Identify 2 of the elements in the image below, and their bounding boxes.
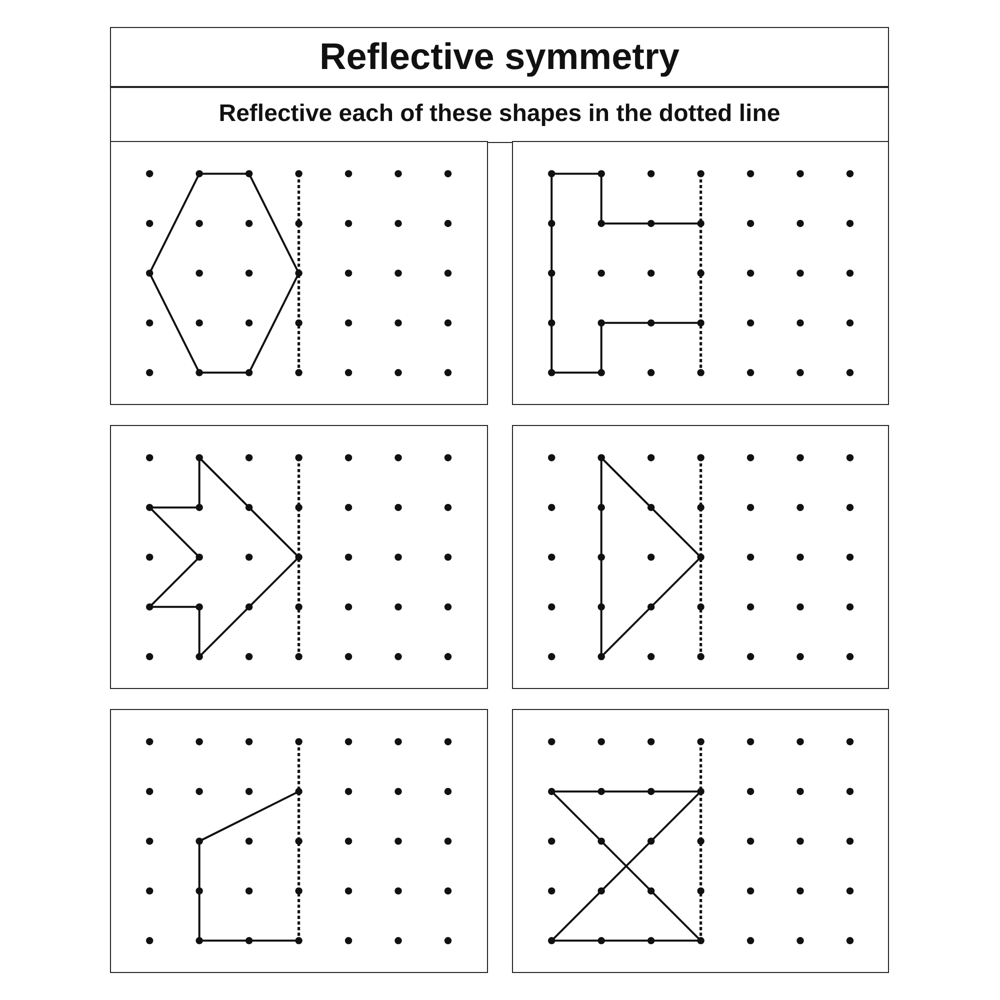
worksheet-title: Reflective symmetry	[320, 36, 680, 78]
instruction-text: Reflective each of these shapes in the dotted line	[218, 100, 780, 129]
